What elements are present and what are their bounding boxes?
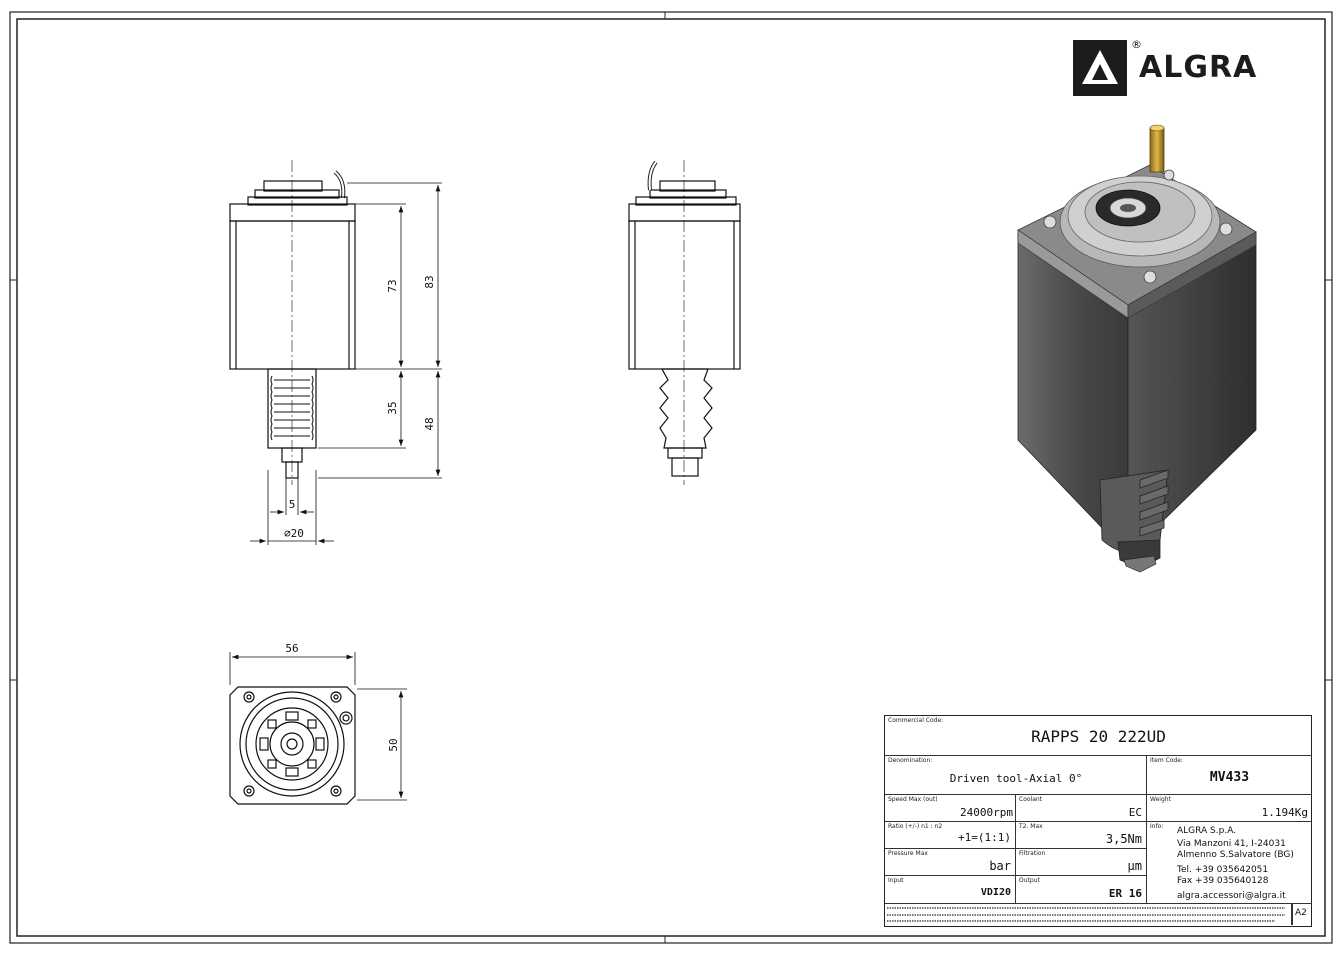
sheet-size-value: A2 <box>1295 908 1307 918</box>
output-label: Output <box>1019 877 1040 884</box>
dim-5: 5 <box>289 498 296 511</box>
speed-max-value: 24000rpm <box>960 806 1013 819</box>
ratio-label: Ratio (+/-) n1 : n2 <box>888 823 943 830</box>
filtration-value: µm <box>1127 859 1142 873</box>
fine-print-lines <box>887 907 1285 922</box>
dim-35: 35 <box>386 401 399 414</box>
sheet-size-cell: A2 <box>1292 904 1312 925</box>
info-company: ALGRA S.p.A. <box>1177 826 1237 836</box>
weight-cell: Weight 1.194Kg <box>1147 795 1312 822</box>
dim-48: 48 <box>423 417 436 430</box>
torque-max-cell: T2. Max 3,5Nm <box>1016 822 1147 849</box>
sheet-border <box>9 11 1333 944</box>
dim-diameter-20: ∅20 <box>284 527 304 540</box>
speed-max-label: Speed Max (out) <box>888 796 938 803</box>
commercial-code-cell: Commercial Code: RAPPS 20 222UD <box>885 716 1312 756</box>
info-city: Almenno S.Salvatore (BG) <box>1177 850 1294 860</box>
pressure-max-label: Pressure Max <box>888 850 928 857</box>
front-view-dimensions <box>250 182 442 545</box>
info-fax: Fax +39 035640128 <box>1177 876 1269 886</box>
info-email: algra.accessori@algra.it <box>1177 891 1286 901</box>
bottom-view <box>229 686 356 805</box>
denomination-cell: Denomination: Driven tool-Axial 0° <box>885 756 1147 795</box>
item-code-value: MV433 <box>1209 770 1250 785</box>
dim-56: 56 <box>285 642 298 655</box>
dim-73: 73 <box>386 279 399 292</box>
info-label: Info: <box>1150 823 1164 830</box>
speed-max-cell: Speed Max (out) 24000rpm <box>885 795 1016 822</box>
info-cell: Info: ALGRA S.p.A. Via Manzoni 41, I-240… <box>1147 822 1312 904</box>
input-label: Input <box>888 877 904 884</box>
denomination-label: Denomination: <box>888 757 933 764</box>
filtration-label: Filtration <box>1019 850 1046 857</box>
ratio-cell: Ratio (+/-) n1 : n2 +1=(1:1) <box>885 822 1016 849</box>
weight-value: 1.194Kg <box>1261 806 1308 819</box>
fine-print-cell <box>885 904 1292 925</box>
input-cell: Input VDI20 <box>885 876 1016 904</box>
front-view <box>229 160 356 485</box>
item-code-cell: Item Code: MV433 <box>1147 756 1312 795</box>
denomination-value: Driven tool-Axial 0° <box>949 772 1083 785</box>
torque-max-value: 3,5Nm <box>1105 832 1142 846</box>
item-code-label: Item Code: <box>1150 757 1183 764</box>
pressure-max-value: bar <box>989 859 1011 873</box>
info-address: Via Manzoni 41, I-24031 <box>1177 839 1286 849</box>
filtration-cell: Filtration µm <box>1016 849 1147 876</box>
bottom-view-dimensions <box>229 652 407 801</box>
coolant-label: Coolant <box>1019 796 1043 803</box>
commercial-code-value: RAPPS 20 222UD <box>1031 727 1166 746</box>
commercial-code-label: Commercial Code: <box>888 717 944 724</box>
pressure-max-cell: Pressure Max bar <box>885 849 1016 876</box>
torque-max-label: T2. Max <box>1019 823 1043 830</box>
algra-logo-mark <box>1073 40 1127 96</box>
coolant-cell: Coolant EC <box>1016 795 1147 822</box>
output-value: ER 16 <box>1108 887 1142 900</box>
title-block: Commercial Code: RAPPS 20 222UD Denomina… <box>884 715 1312 927</box>
info-phone: Tel. +39 035642051 <box>1177 865 1269 875</box>
side-view <box>628 160 741 485</box>
input-value: VDI20 <box>980 887 1011 898</box>
isometric-3d-view <box>1017 124 1257 573</box>
algra-wordmark: ALGRA <box>1139 50 1258 85</box>
dim-83: 83 <box>423 275 436 288</box>
weight-label: Weight <box>1150 796 1171 803</box>
output-cell: Output ER 16 <box>1016 876 1147 904</box>
registered-mark: ® <box>1131 38 1142 51</box>
algra-logo: ® ALGRA <box>1073 38 1308 98</box>
coolant-value: EC <box>1128 806 1142 819</box>
dim-50: 50 <box>387 738 400 751</box>
ratio-value: +1=(1:1) <box>958 831 1011 844</box>
